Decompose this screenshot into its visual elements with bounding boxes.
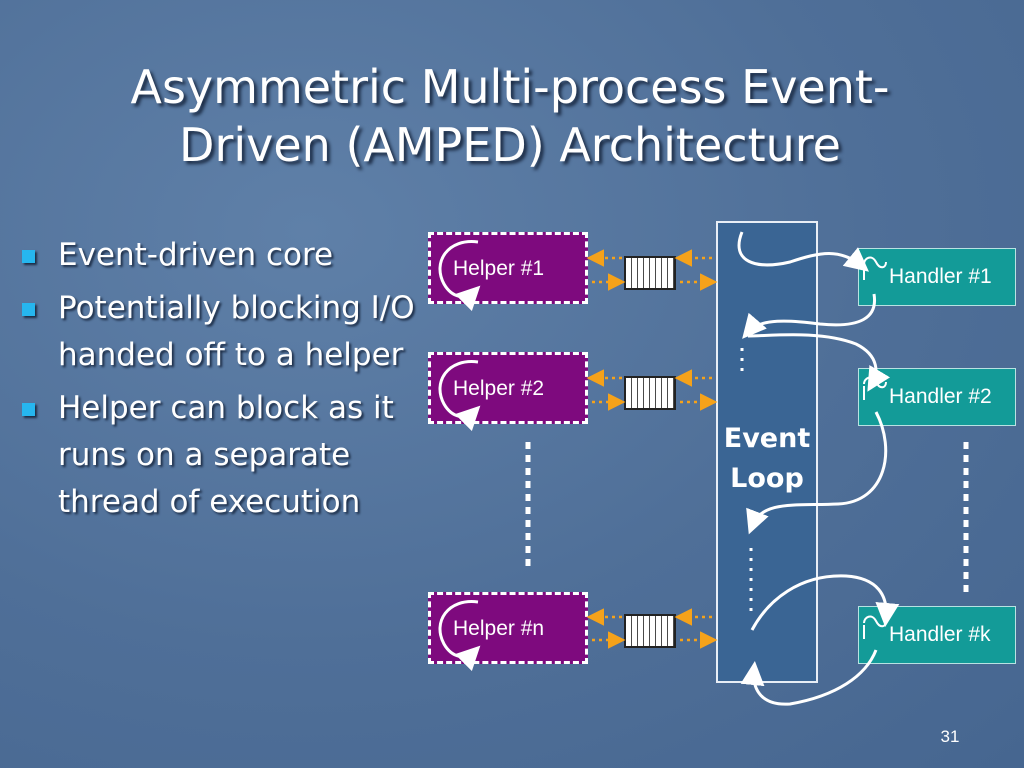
helper-box-2: Helper #2: [428, 352, 588, 424]
bullet-item: Event-driven core: [18, 232, 448, 279]
event-loop-label: Event Loop: [723, 423, 811, 494]
bullet-list: Event-driven core Potentially blocking I…: [18, 232, 448, 532]
handler-label: Handler #1: [889, 265, 992, 288]
message-queue-icon: [624, 614, 676, 648]
helper-loop-arrows: [438, 240, 481, 672]
bullet-text: Helper can block as it runs on a separat…: [58, 390, 394, 520]
bullet-text: Potentially blocking I/O handed off to a…: [58, 290, 415, 373]
bullet-text: Event-driven core: [58, 237, 334, 273]
orange-dotted-arrows: [586, 249, 718, 649]
helper-label: Helper #n: [453, 617, 545, 640]
bullet-item: Helper can block as it runs on a separat…: [18, 385, 448, 526]
event-flow-arrows: [737, 231, 900, 706]
square-bullet-icon: [22, 250, 35, 263]
handler-label: Handler #k: [889, 623, 991, 646]
square-bullet-icon: [22, 403, 35, 416]
bullet-item: Potentially blocking I/O handed off to a…: [18, 285, 448, 379]
handler-label: Handler #2: [889, 385, 992, 408]
slide-title: Asymmetric Multi-process Event-Driven (A…: [130, 60, 890, 172]
tilde-squiggle-icon: [863, 376, 887, 400]
page-number: 31: [940, 727, 960, 746]
event-loop-dots: [740, 348, 753, 612]
ellipsis-dots: [525, 442, 969, 594]
tilde-squiggle-icon: [863, 256, 887, 280]
message-queue-icon: [624, 256, 676, 290]
tilde-squiggle-icon: [863, 615, 887, 639]
message-queue-icon: [624, 376, 676, 410]
helper-label: Helper #2: [453, 377, 545, 400]
event-loop-box: Event Loop: [716, 221, 818, 683]
handler-box-1: Handler #1: [858, 248, 1016, 306]
helper-label: Helper #1: [453, 257, 545, 280]
square-bullet-icon: [22, 303, 35, 316]
